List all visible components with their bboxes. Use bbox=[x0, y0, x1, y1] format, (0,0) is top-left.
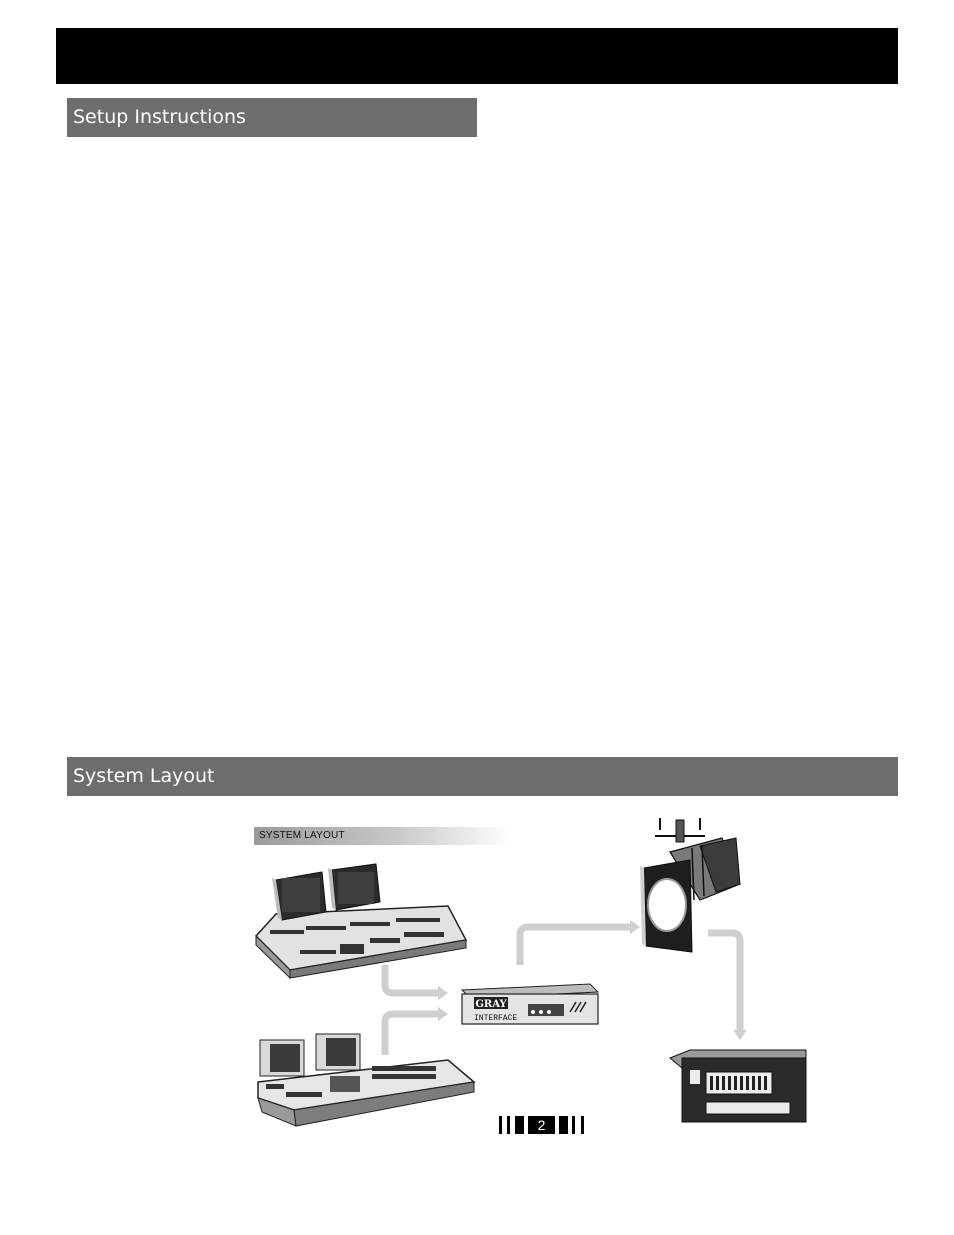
interface-name: INTERFACE bbox=[474, 1014, 517, 1023]
section-header-system-layout: System Layout bbox=[67, 757, 898, 796]
gray-interface-box-icon bbox=[460, 983, 600, 1025]
page-number: 2 bbox=[528, 1116, 555, 1134]
page-marker-bar bbox=[559, 1116, 568, 1134]
page-marker-bar bbox=[572, 1116, 575, 1134]
page-marker-bar bbox=[515, 1116, 524, 1134]
top-black-bar bbox=[56, 28, 898, 84]
page-marker-bar bbox=[499, 1116, 502, 1134]
arrow-heads bbox=[438, 920, 747, 1040]
interface-brand: GRAY bbox=[475, 999, 507, 1010]
lighting-console-small-icon bbox=[257, 1033, 476, 1127]
lighting-console-icon bbox=[254, 863, 468, 980]
page-marker-bar bbox=[581, 1116, 584, 1134]
figure-label: SYSTEM LAYOUT bbox=[254, 827, 512, 845]
section-header-setup-instructions: Setup Instructions bbox=[67, 98, 477, 137]
signal-arrows bbox=[381, 923, 744, 1055]
page-number-marker: 2 bbox=[499, 1116, 587, 1134]
moving-light-fixture-icon bbox=[640, 818, 741, 953]
dimmer-rack-icon bbox=[669, 1049, 807, 1123]
page-marker-bar bbox=[507, 1116, 510, 1134]
